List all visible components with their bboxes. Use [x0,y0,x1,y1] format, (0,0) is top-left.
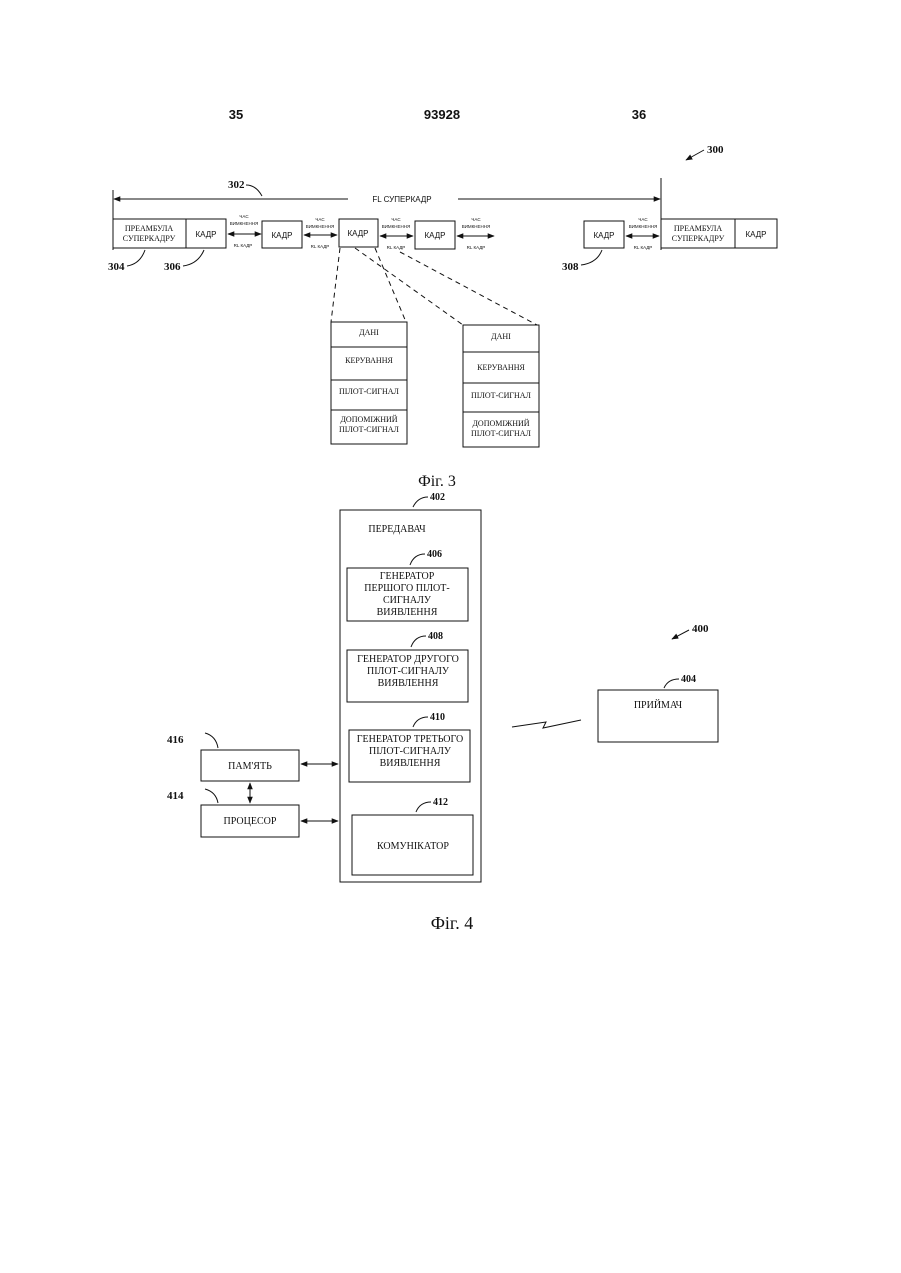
guard-4-line-1: ЧАС [471,217,481,222]
gen1-line-2: ПЕРШОГО ПІЛОТ- [364,583,449,594]
stack-right-aux-1: ДОПОМІЖНИЙ [472,419,529,428]
ref-406: 406 [427,549,442,560]
expand-right-a [355,248,463,325]
stack-left-pilot: ПІЛОТ-СИГНАЛ [339,387,399,396]
ref-300-arrow [686,150,704,160]
stack-right-control: КЕРУВАННЯ [477,363,525,372]
gen2-line-1: ГЕНЕРАТОР ДРУГОГО [357,654,459,665]
ref-308: 308 [562,261,579,273]
frame-label-last: КАДР [593,231,614,240]
stack-left-aux-1: ДОПОМІЖНИЙ [340,415,397,424]
stack-right-pilot: ПІЛОТ-СИГНАЛ [471,391,531,400]
communicator-label: КОМУНІКАТОР [377,841,449,852]
ref-414-leader [205,789,218,803]
transmitter-label: ПЕРЕДАВАЧ [368,524,426,535]
rl-frame-3: RL КАДР [387,245,406,250]
stack-right-aux-2: ПІЛОТ-СИГНАЛ [471,429,531,438]
right-page-number: 36 [632,107,646,122]
ref-402-leader [413,497,428,507]
frame-label-3: КАДР [347,229,368,238]
processor-label: ПРОЦЕСОР [224,816,277,827]
superframe-label: FL СУПЕРКАДР [372,195,431,204]
ref-306: 306 [164,261,181,273]
ref-400-arrow [672,630,689,639]
ref-408: 408 [428,631,443,642]
left-page-number: 35 [229,107,243,122]
ref-414: 414 [167,790,184,802]
gen2-line-3: ВИЯВЛЕННЯ [378,678,439,689]
stack-left-data: ДАНІ [359,328,379,337]
frame-label-2: КАДР [271,231,292,240]
frame-label-1: КАДР [195,230,216,239]
ref-304: 304 [108,261,125,273]
guard-4-line-2: ВИМКНЕННЯ [462,224,491,229]
ref-404: 404 [681,674,696,685]
rl-frame-2: RL КАДР [311,244,330,249]
document-number: 93928 [424,107,460,122]
ref-400: 400 [692,623,709,635]
ref-406-leader [410,554,425,565]
gen3-line-3: ВИЯВЛЕННЯ [380,758,441,769]
guard-1-line-1: ЧАС [239,214,249,219]
ref-306-leader [183,250,204,266]
frame-structure-left: ДАНІ КЕРУВАННЯ ПІЛОТ-СИГНАЛ ДОПОМІЖНИЙ П… [331,322,407,444]
expand-right-b [400,252,537,325]
ref-412: 412 [433,797,448,808]
gen2-line-2: ПІЛОТ-СИГНАЛУ [367,666,450,677]
ref-308-leader [581,250,602,265]
ref-404-leader [664,679,679,688]
ref-416-leader [205,733,218,748]
ref-408-leader [411,636,426,647]
guard-5-line-2: ВИМКНЕННЯ [629,224,658,229]
ref-302-leader [246,185,262,196]
stack-left-aux-2: ПІЛОТ-СИГНАЛ [339,425,399,434]
frame-label-4: КАДР [424,231,445,240]
memory-label: ПАМ'ЯТЬ [228,761,272,772]
expand-left-a [331,248,340,322]
figure-4: 402 ПЕРЕДАВАЧ 406 ГЕНЕРАТОР ПЕРШОГО ПІЛО… [167,492,718,933]
transmitter-box [340,510,481,882]
ref-410: 410 [430,712,445,723]
next-preamble-line-1: ПРЕАМБУЛА [674,224,723,233]
wireless-link [512,720,581,728]
preamble-line-1: ПРЕАМБУЛА [125,224,174,233]
expand-left-b [375,248,406,322]
gen1-line-3: СИГНАЛУ [383,595,432,606]
rl-frame-5: RL КАДР [634,245,653,250]
figure-3: 300 FL СУПЕРКАДР 302 ПРЕАМБУЛА СУПЕРКАДР… [108,144,777,490]
gen1-line-4: ВИЯВЛЕННЯ [377,607,438,618]
stack-right-data: ДАНІ [491,332,511,341]
guard-2-line-1: ЧАС [315,217,325,222]
ref-412-leader [416,802,431,812]
stack-left-control: КЕРУВАННЯ [345,356,393,365]
guard-5-line-1: ЧАС [638,217,648,222]
guard-3-line-1: ЧАС [391,217,401,222]
guard-3-line-2: ВИМКНЕННЯ [382,224,411,229]
ref-304-leader [127,250,145,266]
next-frame-label: КАДР [745,230,766,239]
fig-4-caption: Фіг. 4 [431,913,474,933]
guard-1-line-2: ВИМКНЕННЯ [230,221,259,226]
frame-structure-right: ДАНІ КЕРУВАННЯ ПІЛОТ-СИГНАЛ ДОПОМІЖНИЙ П… [463,325,539,447]
gen3-line-1: ГЕНЕРАТОР ТРЕТЬОГО [357,734,463,745]
ref-416: 416 [167,734,184,746]
guard-2-line-2: ВИМКНЕННЯ [306,224,335,229]
next-preamble-line-2: СУПЕРКАДРУ [672,234,725,243]
fig-3-caption: Фіг. 3 [418,473,456,490]
ref-402: 402 [430,492,445,503]
receiver-box [598,690,718,742]
rl-frame-1: RL КАДР [234,243,253,248]
ref-302: 302 [228,179,245,191]
ref-300: 300 [707,144,724,156]
rl-frame-4: RL КАДР [467,245,486,250]
ref-410-leader [413,717,428,727]
gen1-line-1: ГЕНЕРАТОР [380,571,435,582]
gen3-line-2: ПІЛОТ-СИГНАЛУ [369,746,452,757]
preamble-line-2: СУПЕРКАДРУ [123,234,176,243]
receiver-label: ПРИЙМАЧ [634,699,683,711]
